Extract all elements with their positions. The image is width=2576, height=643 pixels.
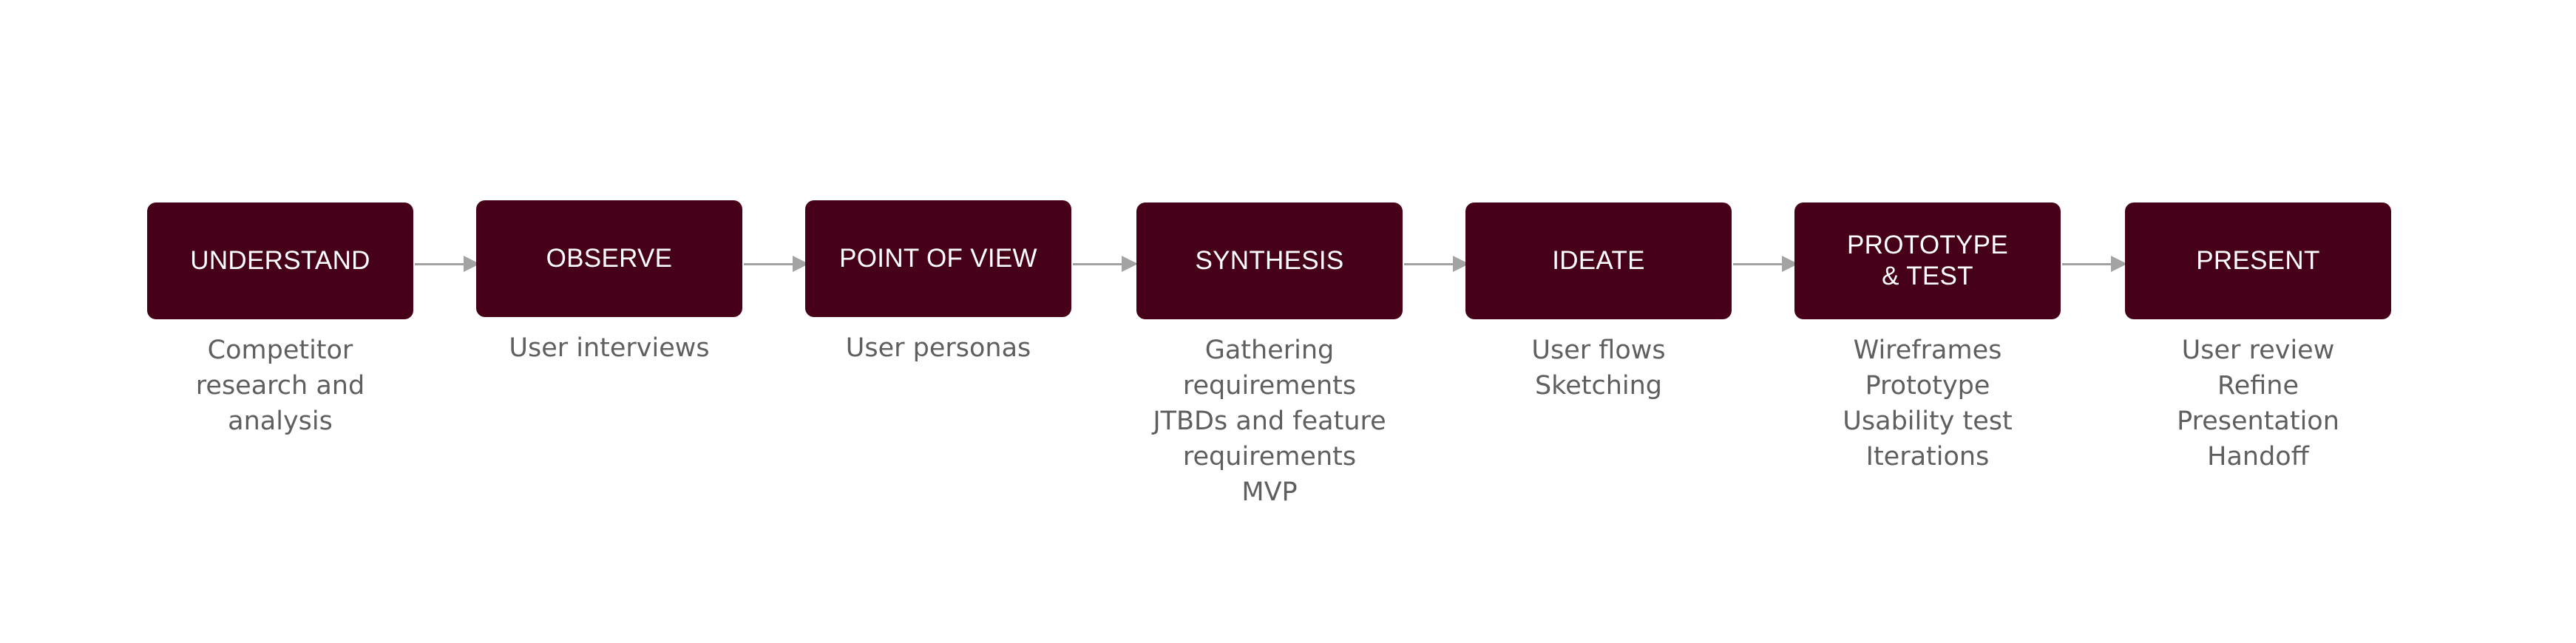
step-title: IDEATE <box>1552 246 1645 275</box>
step-title: PROTOTYPE & TEST <box>1847 231 2008 290</box>
step-title: POINT OF VIEW <box>839 244 1037 273</box>
arrow-connector <box>2062 253 2127 275</box>
step-ideate: IDEATE User flows Sketching <box>1465 0 1732 643</box>
arrow-shaft <box>1404 263 1454 265</box>
step-description: Gathering requirements JTBDs and feature… <box>1107 333 1432 510</box>
arrow-shaft <box>1733 263 1783 265</box>
step-item: Refine <box>2217 371 2299 401</box>
arrow-head-icon <box>1122 256 1138 272</box>
step-item: Sketching <box>1534 371 1663 401</box>
step-title: PRESENT <box>2196 246 2320 275</box>
step-item: JTBDs and feature <box>1153 406 1386 436</box>
step-present: PRESENT User review Refine Presentation … <box>2125 0 2391 643</box>
step-item: Wireframes <box>1853 336 2002 365</box>
step-synthesis: SYNTHESIS Gathering requirements JTBDs a… <box>1136 0 1403 643</box>
arrow-head-icon <box>1782 256 1798 272</box>
arrow-shaft <box>744 263 794 265</box>
step-description: User flows Sketching <box>1436 333 1761 404</box>
step-item: Prototype <box>1865 371 1990 401</box>
step-observe: OBSERVE User interviews <box>476 0 742 643</box>
arrow-connector <box>744 253 809 275</box>
step-item: MVP <box>1241 477 1298 507</box>
step-box: POINT OF VIEW <box>805 200 1071 317</box>
arrow-head-icon <box>1453 256 1469 272</box>
step-item: requirements <box>1182 371 1357 401</box>
step-description: Competitor research and analysis <box>118 333 443 439</box>
step-item: User review <box>2181 336 2335 365</box>
arrow-head-icon <box>793 256 809 272</box>
step-description: Wireframes Prototype Usability test Iter… <box>1765 333 2090 474</box>
step-description: User review Refine Presentation Handoff <box>2095 333 2421 474</box>
step-item: analysis <box>228 406 333 436</box>
step-item: Iterations <box>1865 442 1990 472</box>
arrow-shaft <box>1073 263 1123 265</box>
step-prototype-test: PROTOTYPE & TEST Wireframes Prototype Us… <box>1794 0 2061 643</box>
step-item: User interviews <box>509 333 710 363</box>
arrow-connector <box>1404 253 1469 275</box>
step-box: PROTOTYPE & TEST <box>1794 203 2061 319</box>
step-description: User interviews <box>447 330 772 366</box>
step-item: Handoff <box>2207 442 2309 472</box>
step-title: OBSERVE <box>546 244 673 273</box>
step-item: User personas <box>845 333 1031 363</box>
arrow-connector <box>1733 253 1798 275</box>
step-item: requirements <box>1182 442 1357 472</box>
arrow-shaft <box>2062 263 2112 265</box>
step-item: Gathering <box>1204 336 1335 365</box>
step-box: PRESENT <box>2125 203 2391 319</box>
step-item: Presentation <box>2177 406 2339 436</box>
step-title: UNDERSTAND <box>190 246 370 275</box>
step-box: SYNTHESIS <box>1136 203 1403 319</box>
step-title: SYNTHESIS <box>1195 246 1344 275</box>
step-box: UNDERSTAND <box>147 203 413 319</box>
step-box: OBSERVE <box>476 200 742 317</box>
arrow-shaft <box>415 263 465 265</box>
step-item: research and <box>195 371 365 401</box>
arrow-head-icon <box>464 256 480 272</box>
step-item: Usability test <box>1843 406 2013 436</box>
step-description: User personas <box>776 330 1101 366</box>
step-box: IDEATE <box>1465 203 1732 319</box>
arrow-connector <box>1073 253 1138 275</box>
step-understand: UNDERSTAND Competitor research and analy… <box>147 0 413 643</box>
step-point-of-view: POINT OF VIEW User personas <box>805 0 1071 643</box>
step-item: User flows <box>1531 336 1666 365</box>
arrow-connector <box>415 253 480 275</box>
step-item: Competitor <box>207 336 353 365</box>
arrow-head-icon <box>2111 256 2127 272</box>
